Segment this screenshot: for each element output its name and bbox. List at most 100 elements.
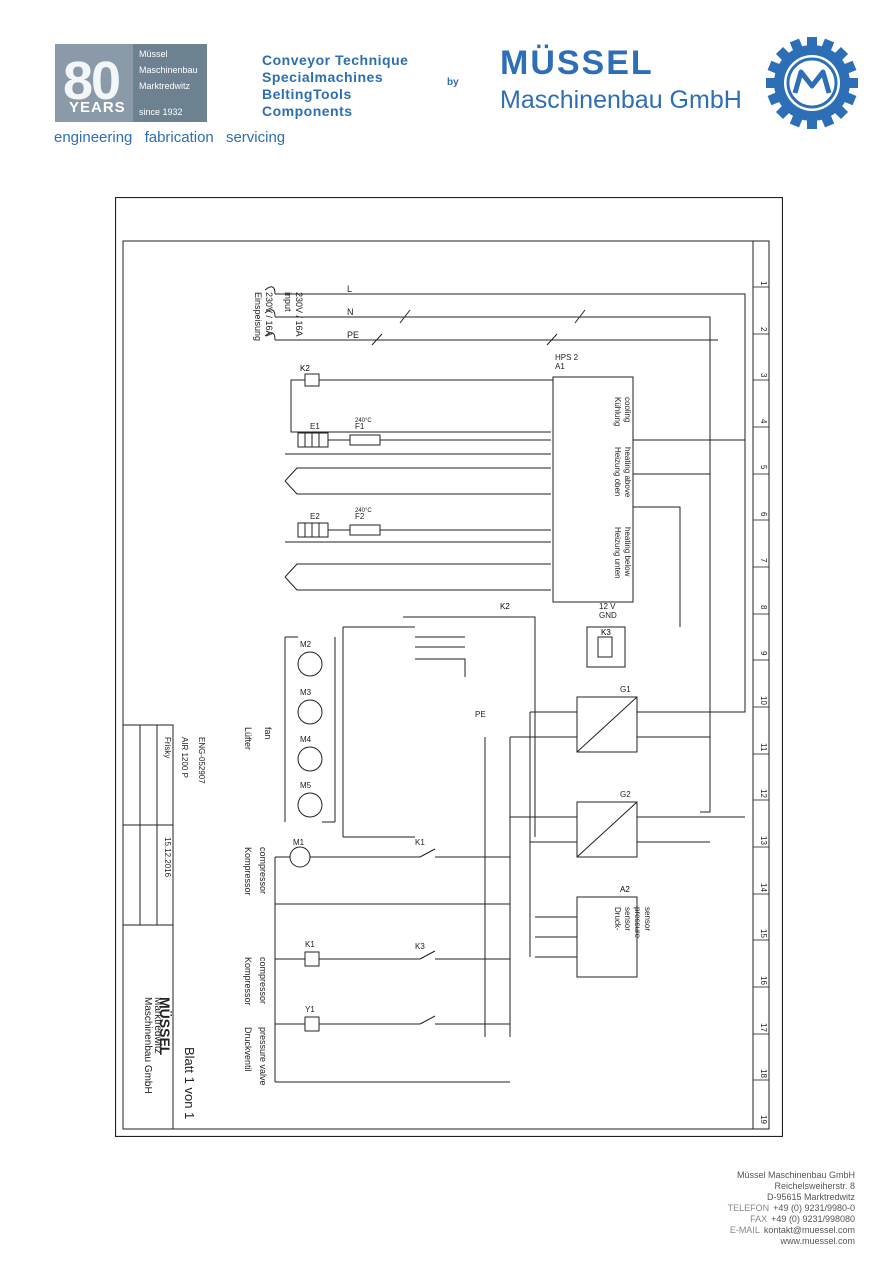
- footer-website-link[interactable]: www.muessel.com: [780, 1236, 855, 1246]
- fan-en-label: fan: [263, 727, 273, 740]
- footer-fax-value: +49 (0) 9231/998080: [771, 1214, 855, 1224]
- wire-n: [275, 316, 711, 813]
- hps2-name: A1: [555, 362, 565, 371]
- fan-m2-name: M2: [300, 640, 312, 649]
- wire-l: [275, 293, 746, 713]
- hps2-row2-en: heating above: [623, 447, 632, 498]
- k1-coil-name: K1: [305, 940, 315, 949]
- hps2-12v: 12 V: [599, 602, 616, 611]
- logo-line-1: Müssel: [139, 49, 168, 59]
- supply-n-label: N: [347, 307, 354, 317]
- y1-valve: [304, 1016, 320, 1032]
- g2-power-supply: [576, 801, 638, 858]
- f1-name: F1: [355, 422, 365, 431]
- column-number: 12: [759, 789, 768, 798]
- column-number: 13: [759, 836, 768, 845]
- logo-80-number: 80: [63, 51, 121, 111]
- brand-name: MÜSSEL: [500, 44, 654, 82]
- hps2-controller: [552, 376, 634, 603]
- hps2-row2-de: Heizung oben: [613, 447, 622, 496]
- wiring-diagram: 1 2 3 4 5 6 7 8 9 10 11 12 13 14 15 16 1…: [115, 197, 783, 1137]
- y1-en-label: pressure valve: [258, 1027, 268, 1086]
- f2-fuse: [349, 524, 381, 536]
- column-number: 8: [759, 605, 768, 610]
- e1-heater: [297, 432, 329, 448]
- k3-contact-name: K3: [415, 942, 425, 951]
- footer-fax-label: FAX: [750, 1214, 768, 1224]
- footer-mail-value[interactable]: kontakt@muessel.com: [763, 1225, 855, 1235]
- k2-coil: [304, 373, 320, 387]
- m1-name: M1: [293, 838, 305, 847]
- fan-m2: [297, 651, 323, 677]
- e2-heater: [297, 522, 329, 538]
- column-number: 9: [759, 651, 768, 656]
- fan-m4-name: M4: [300, 735, 312, 744]
- services-list: Conveyor Technique Specialmachines Belti…: [262, 52, 408, 120]
- k3-name: K3: [601, 628, 611, 637]
- column-number: 5: [759, 465, 768, 470]
- hps2-model: HPS 2: [555, 353, 579, 362]
- logo-line-2: Maschinenbau: [139, 65, 198, 75]
- fan-de-label: Lüfter: [243, 727, 253, 750]
- f2-temp: 240°C: [355, 508, 372, 514]
- supply-de-label: Einspeisung: [253, 292, 263, 341]
- sensor-above-probe: [284, 467, 551, 495]
- service-item: BeltingTools: [262, 86, 352, 102]
- footer-company: Müssel Maschinenbau GmbH: [736, 1170, 855, 1180]
- y1-de-label: Druckventil: [243, 1027, 253, 1072]
- g1-power-supply: [576, 696, 638, 753]
- e2-name: E2: [310, 512, 320, 521]
- logo-side-panel: Müssel Maschinenbau Marktredwitz since 1…: [133, 44, 207, 122]
- anniversary-logo: 80 YEARS Müssel Maschinenbau Marktredwit…: [55, 44, 207, 122]
- service-item: Conveyor Technique: [262, 52, 409, 68]
- compressor-motor-m1: [289, 846, 311, 868]
- supply-pe-label: PE: [347, 330, 359, 340]
- f2-name: F2: [355, 512, 365, 521]
- column-number: 11: [759, 743, 768, 752]
- footer-street: Reichelsweiherstr. 8: [774, 1181, 855, 1191]
- footer-phone: TELEFON+49 (0) 9231/9980-0: [728, 1203, 855, 1214]
- brand-subtitle: Maschinenbau GmbH: [500, 86, 742, 114]
- footer-phone-label: TELEFON: [727, 1203, 770, 1213]
- fan-m5-name: M5: [300, 781, 312, 790]
- footer-fax: FAX+49 (0) 9231/998080: [728, 1214, 855, 1225]
- gear-logo-icon: [766, 37, 858, 129]
- column-number: 1: [759, 281, 768, 286]
- g2-name: G2: [620, 790, 631, 799]
- fan-m5: [297, 792, 323, 818]
- tb-drawing-no: ENG-052907: [197, 737, 206, 784]
- supply-en-label: input: [283, 292, 293, 312]
- footer-mail-label: E-MAIL: [729, 1225, 760, 1235]
- hps2-row1-en: cooling: [623, 397, 632, 422]
- k3-relay: [586, 626, 626, 668]
- tb-company-3: Marktredwitz: [152, 997, 163, 1054]
- column-number: 7: [759, 558, 768, 563]
- logo-years-label: YEARS: [69, 99, 126, 116]
- supply-en-rating: 230V / 16A: [294, 292, 304, 337]
- k1-contact-name: K1: [415, 838, 425, 847]
- hps2-gnd: GND: [599, 611, 617, 620]
- footer-city: D-95615 Marktredwitz: [766, 1192, 855, 1202]
- hps2-row3-en: heating below: [623, 527, 632, 577]
- sensor-below-probe: [284, 563, 551, 591]
- column-number: 14: [759, 883, 768, 892]
- supply-l-label: L: [347, 284, 352, 294]
- m1-de-label: Kompressor: [243, 847, 253, 896]
- column-number: 2: [759, 327, 768, 332]
- hps2-row1-de: Kühlung: [613, 397, 622, 426]
- supply-de-rating: 230V / 16A: [264, 292, 274, 337]
- a2-label-4: sensor: [643, 907, 652, 931]
- y1-name: Y1: [305, 1005, 315, 1014]
- a2-label-3: pressure: [633, 907, 642, 939]
- hps2-row3-de: Heizung unten: [613, 527, 622, 579]
- fan-m3-name: M3: [300, 688, 312, 697]
- k1-coil: [304, 951, 320, 967]
- tb-desc: AIR 1200 P: [180, 737, 189, 778]
- k1-en-label: compressor: [258, 957, 268, 1004]
- column-number: 3: [759, 373, 768, 378]
- company-footer: Müssel Maschinenbau GmbH Reichelsweihers…: [728, 1170, 855, 1247]
- column-number: 19: [759, 1115, 768, 1124]
- tb-date: 15.12.2016: [163, 837, 172, 878]
- service-item: Components: [262, 103, 353, 119]
